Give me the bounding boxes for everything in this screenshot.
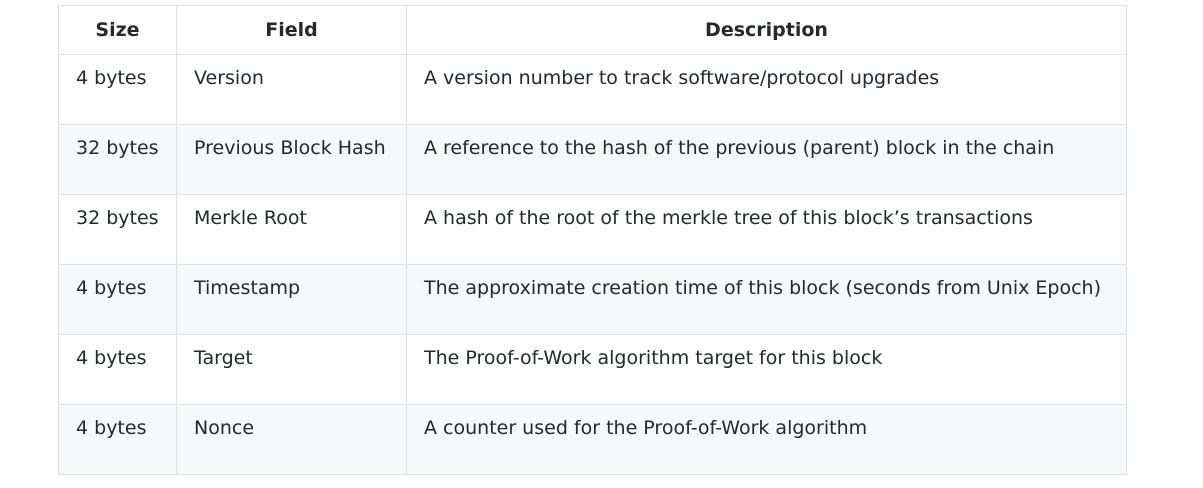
cell-field: Nonce bbox=[176, 404, 407, 475]
cell-description: The Proof-of-Work algorithm target for t… bbox=[406, 334, 1127, 405]
cell-field: Version bbox=[176, 54, 407, 125]
cell-size: 4 bytes bbox=[58, 54, 177, 125]
cell-size: 32 bytes bbox=[58, 124, 177, 195]
cell-size: 4 bytes bbox=[58, 404, 177, 475]
header-size: Size bbox=[58, 5, 177, 55]
cell-field: Merkle Root bbox=[176, 194, 407, 265]
cell-description: A counter used for the Proof-of-Work alg… bbox=[406, 404, 1127, 475]
cell-size: 4 bytes bbox=[58, 334, 177, 405]
header-description: Description bbox=[406, 5, 1127, 55]
cell-field: Target bbox=[176, 334, 407, 405]
cell-description: A hash of the root of the merkle tree of… bbox=[406, 194, 1127, 265]
cell-size: 4 bytes bbox=[58, 264, 177, 335]
cell-field: Previous Block Hash bbox=[176, 124, 407, 195]
header-row: Size Field Description bbox=[58, 5, 1127, 55]
cell-description: A reference to the hash of the previous … bbox=[406, 124, 1127, 195]
cell-field: Timestamp bbox=[176, 264, 407, 335]
cell-description: A version number to track software/proto… bbox=[406, 54, 1127, 125]
header-field: Field bbox=[176, 5, 407, 55]
cell-description: The approximate creation time of this bl… bbox=[406, 264, 1127, 335]
cell-size: 32 bytes bbox=[58, 194, 177, 265]
